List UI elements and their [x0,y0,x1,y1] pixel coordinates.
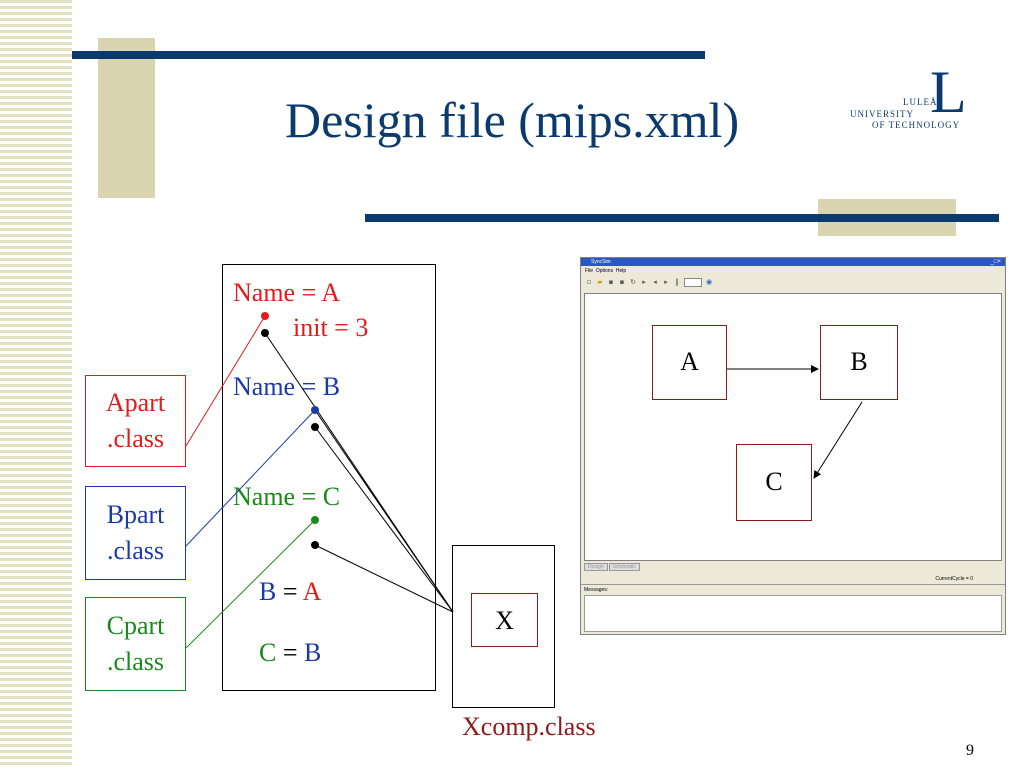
sim-menu-bar: File Options Help [585,268,626,274]
globe-icon[interactable]: ◉ [705,278,713,286]
sim-edges [727,365,863,479]
conn1-left: B [259,577,277,606]
copy-icon[interactable]: ▪ [608,278,614,286]
b-out-to-x-line [314,426,454,613]
connection-c-b: C = B [259,640,321,666]
menu-options[interactable]: Options [595,268,614,274]
divider [581,584,1005,585]
edge-b-c [813,401,863,479]
tab-design[interactable]: Design [584,563,608,571]
apart-class-box: Apart .class [85,375,186,467]
c-out-dot [311,541,319,549]
conn2-eq: = [282,638,298,667]
step-forward-icon[interactable]: ▸ [664,278,668,286]
sim-tabs: Design Schematic [584,563,640,571]
bpart-link-line [185,409,316,547]
logo-line-1: LULEÅ [903,97,938,107]
step-back-icon[interactable]: ◂ [653,278,657,286]
bottom-rule [365,214,999,222]
stripe-decoration [0,0,72,768]
apart-line-2: .class [106,424,165,453]
syncsim-window: SyncSim _□× File Options Help ▫ ▰ ▪ ▪ ↻ … [580,257,1006,635]
menu-file[interactable]: File [585,268,594,274]
cpart-class-box: Cpart .class [85,597,186,691]
cycle-input[interactable] [684,278,702,287]
xcomp-caption: Xcomp.class [462,712,596,741]
c-port-dot [311,516,319,524]
play-icon[interactable]: ▸ [642,278,646,286]
save-icon[interactable]: ▪ [619,278,625,286]
a-port-dot [261,312,269,320]
node-b[interactable]: B [820,325,898,400]
conn1-right: A [302,577,322,606]
tab-schematic[interactable]: Schematic [608,563,640,571]
pause-icon[interactable]: ‖ [675,278,679,286]
xml-box [222,264,436,691]
c-to-x-line [314,544,454,613]
node-c[interactable]: C [736,444,812,521]
sim-title: SyncSim [591,259,611,265]
window-controls[interactable]: _□× [990,259,1001,265]
sim-toolbar: ▫ ▰ ▪ ▪ ↻ ▸ ◂ ▸ ‖ ◉ [585,278,745,288]
conn1-eq: = [282,577,298,606]
status-current-cycle: CurrentCycle = 0 [935,576,973,582]
conn2-left: C [259,638,277,667]
refresh-icon[interactable]: ↻ [630,278,636,286]
a-out-dot [261,329,269,337]
name-b-label: Name = B [233,372,341,401]
init-label: init = 3 [293,313,369,342]
name-c-label: Name = C [233,482,341,511]
university-logo: L LULEÅ UNIVERSITY OF TECHNOLOGY [848,62,983,132]
sim-canvas[interactable]: A B C [584,293,1002,561]
messages-label: Messages: [584,587,609,593]
cpart-link-line [185,519,316,649]
node-a[interactable]: A [652,325,727,400]
sim-title-bar: SyncSim [581,258,1005,266]
cpart-line-2: .class [106,647,165,676]
page-number: 9 [966,742,974,759]
logo-line-2: UNIVERSITY [850,109,914,119]
bpart-class-box: Bpart .class [85,486,186,580]
b-out-dot [311,423,319,431]
name-a-label: Name = A [233,278,341,307]
b-port-dot [311,406,319,414]
cpart-line-1: Cpart [106,611,165,640]
x-component: X [471,593,538,647]
apart-line-1: Apart [105,388,166,417]
bpart-line-2: .class [106,536,165,565]
menu-help[interactable]: Help [615,268,627,274]
top-rule [72,51,705,59]
logo-line-3: OF TECHNOLOGY [872,120,961,130]
apart-link-line [185,315,266,447]
messages-area[interactable] [584,595,1002,632]
b-to-x-line [314,409,454,613]
tan-block-left [98,38,155,198]
bpart-line-1: Bpart [106,500,165,529]
logo-letter: L [930,59,967,125]
conn2-right: B [304,638,322,667]
open-folder-icon[interactable]: ▰ [597,278,603,286]
connection-b-a: B = A [259,579,321,605]
new-file-icon[interactable]: ▫ [586,278,592,286]
slide-title: Design file (mips.xml) [285,92,740,148]
